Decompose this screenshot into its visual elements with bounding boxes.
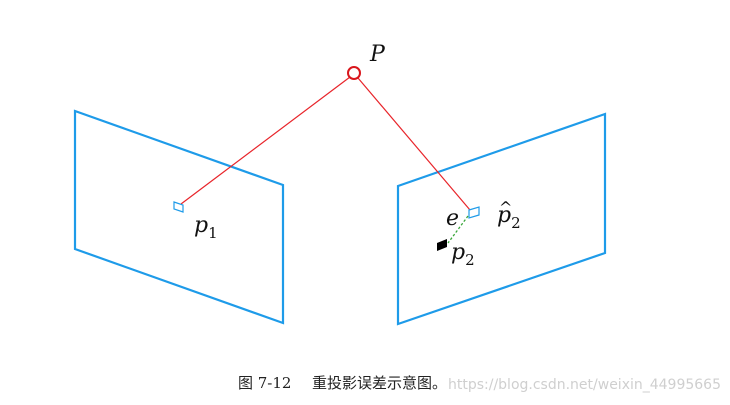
ray-to-left-projection [180,76,351,205]
right-projection-hat: ^ [499,198,512,217]
reprojection-error-line [447,215,469,244]
observed-point-label: p2 [451,240,475,269]
left-image-plane [73,109,285,325]
left-projection-subscript: 1 [208,224,218,242]
world-point-label: P [369,42,386,67]
world-point-marker [347,66,361,80]
left-projection-label: p1 [194,213,218,242]
right-projection-subscript: 2 [511,214,521,232]
right-image-plane [396,112,607,326]
figure-number: 图 7-12 [238,374,291,392]
right-projection-marker [468,206,480,219]
ray-to-right-projection [357,77,471,211]
right-projection-label: p2 [497,203,521,232]
observed-point-marker [437,239,447,251]
left-projection-marker [173,201,184,213]
observed-point-subscript: 2 [465,251,475,269]
figure-title: 重投影误差示意图。 [312,374,447,392]
watermark-url: https://blog.csdn.net/weixin_44995665 [448,377,721,393]
error-label: e [446,206,459,231]
